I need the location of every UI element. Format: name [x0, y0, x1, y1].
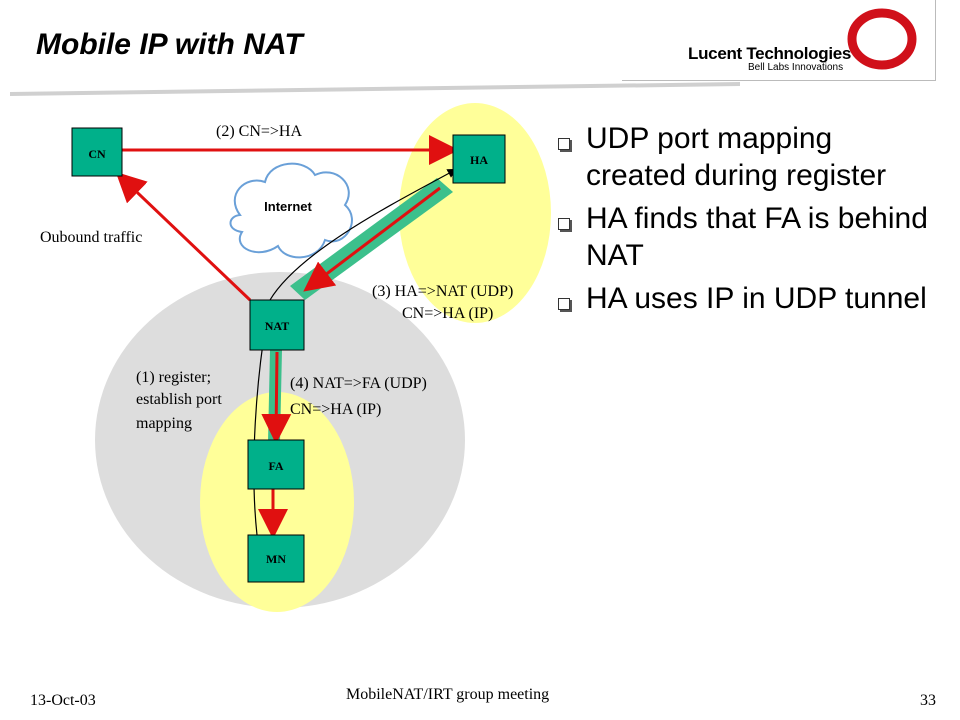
cn-node — [71, 127, 123, 177]
footer-title: MobileNAT/IRT group meeting — [346, 686, 550, 703]
ha-node — [452, 134, 506, 184]
bullet-text: HA finds that FA is behind NAT — [586, 202, 928, 272]
bullet-text: UDP port mapping created during register — [586, 122, 887, 192]
step4-label-line1: (4) NAT=>FA (UDP) — [290, 375, 427, 392]
network-diagram: Internet CN HA NAT FA MN (2) CN=>HA Oubo… — [40, 103, 551, 612]
step4-label-line2: CN=>HA (IP) — [290, 401, 381, 418]
mn-node — [247, 534, 305, 583]
internet-label: Internet — [264, 199, 312, 214]
outbound-arrow — [115, 171, 252, 302]
bullet-item: UDP port mapping created during register — [556, 120, 936, 194]
slide-title: Mobile IP with NAT — [36, 28, 303, 61]
step2-label: (2) CN=>HA — [216, 123, 302, 140]
bullet-text: HA uses IP in UDP tunnel — [586, 282, 927, 315]
footer-date: 13-Oct-03 — [30, 692, 96, 709]
step1-label-line2: establish port — [136, 391, 222, 408]
logo-company: Lucent Technologies — [688, 44, 852, 63]
bullet-item: HA uses IP in UDP tunnel — [556, 280, 936, 317]
foreign-network-ellipse — [200, 392, 354, 612]
bullet-item: HA finds that FA is behind NAT — [556, 200, 936, 274]
internet-cloud — [229, 162, 353, 259]
mn-label: MN — [266, 552, 286, 566]
ha-to-nat-arrow — [303, 186, 441, 292]
fa-node — [247, 439, 305, 490]
nat-label: NAT — [265, 319, 289, 333]
cn-label: CN — [88, 147, 106, 161]
outbound-label: Oubound traffic — [40, 229, 142, 246]
bullet-list: UDP port mapping created during register… — [556, 120, 936, 323]
bullet-box-icon — [558, 218, 570, 230]
step1-label-line1: (1) register; — [136, 369, 211, 386]
step3-label-line1: (3) HA=>NAT (UDP) — [372, 283, 513, 300]
footer-page-number: 33 — [920, 692, 936, 709]
step1-label-line3: mapping — [136, 415, 192, 432]
lucent-ring-icon — [847, 8, 917, 70]
ha-label: HA — [470, 153, 488, 167]
title-underline — [10, 82, 740, 96]
bullet-box-icon — [558, 298, 570, 310]
nat-to-fa-arrow — [261, 351, 292, 444]
fa-label: FA — [268, 459, 283, 473]
nat-node — [249, 299, 305, 351]
bullet-box-icon — [558, 138, 570, 150]
step3-label-line2: CN=>HA (IP) — [402, 305, 493, 322]
logo-tagline: Bell Labs Innovations — [748, 62, 844, 73]
